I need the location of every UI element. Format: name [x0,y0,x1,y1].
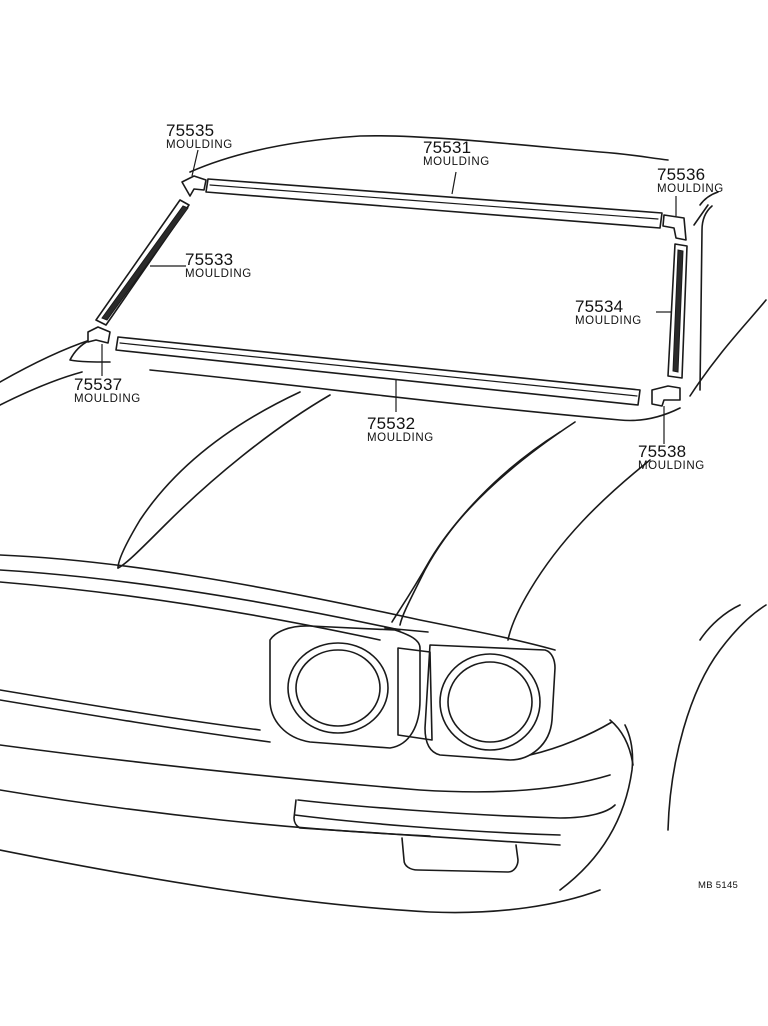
part-name: MOULDING [423,156,490,168]
part-name: MOULDING [638,460,705,472]
moulding-75538-part [651,385,681,407]
roof-outline [189,134,767,397]
moulding-75536-part [662,214,687,241]
moulding-75534-part [667,243,688,379]
part-name: MOULDING [74,393,141,405]
callout-75533: 75533 MOULDING [185,251,252,281]
bumper [293,799,616,873]
moulding-75531-part [205,178,663,229]
moulding-75533-part [95,199,190,326]
callout-75538: 75538 MOULDING [638,443,705,473]
callout-75531: 75531 MOULDING [423,139,490,169]
part-name: MOULDING [575,315,642,327]
part-number: 75532 [367,414,416,433]
callout-75536: 75536 MOULDING [657,166,724,196]
moulding-75535-part [181,175,207,197]
part-number: 75533 [185,250,234,269]
part-number: 75534 [575,297,624,316]
cowl-outline [0,339,681,422]
drawing-code: MB 5145 [698,880,739,891]
part-number: 75536 [657,165,706,184]
part-name: MOULDING [185,268,252,280]
callout-75535: 75535 MOULDING [166,122,233,152]
callout-75532: 75532 MOULDING [367,415,434,445]
part-number: 75531 [423,138,472,157]
headlamp-assembly [269,625,556,761]
moulding-75532-part [115,336,641,406]
part-number: 75537 [74,375,123,394]
part-name: MOULDING [657,183,724,195]
callout-75537: 75537 MOULDING [74,376,141,406]
part-name: MOULDING [367,432,434,444]
front-body [0,554,767,914]
part-number: 75535 [166,121,215,140]
leader-lines [101,149,677,444]
hood-creases [117,391,651,641]
callout-75534: 75534 MOULDING [575,298,642,328]
moulding-75537-part [87,326,111,344]
part-name: MOULDING [166,139,233,151]
part-number: 75538 [638,442,687,461]
